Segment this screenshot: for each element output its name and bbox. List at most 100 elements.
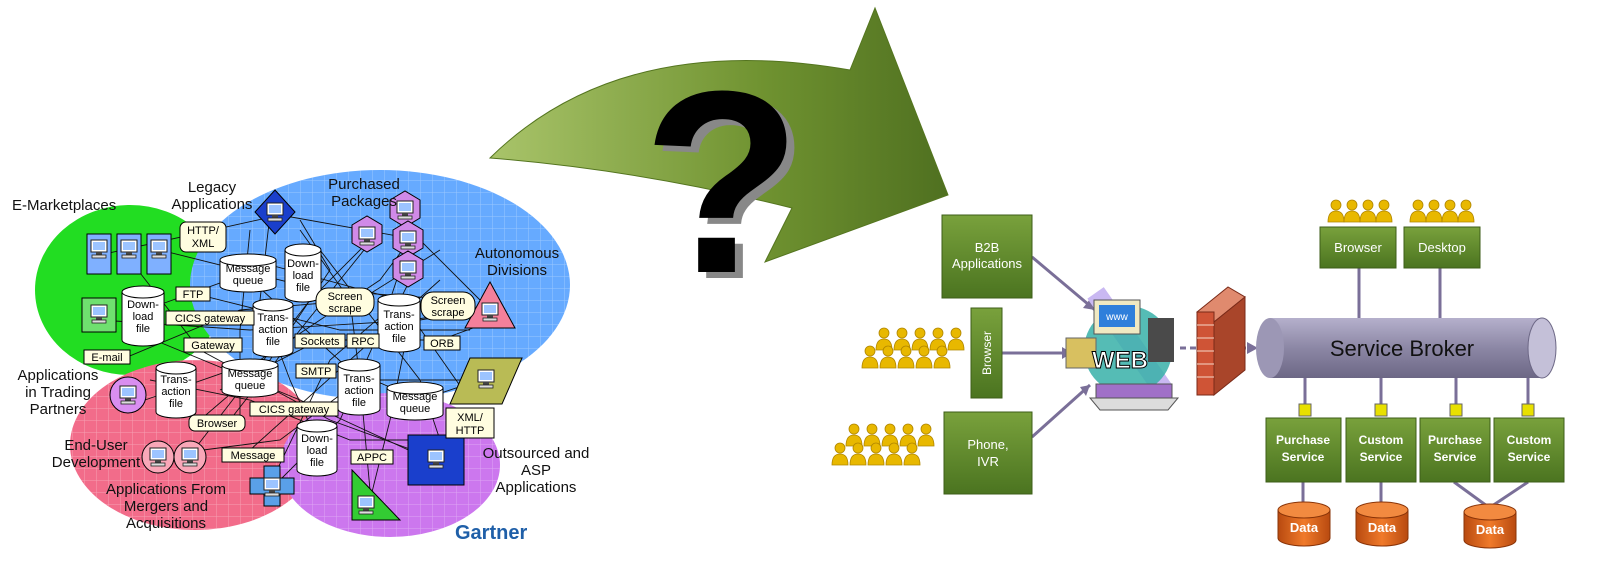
transaction-file-3-line-1: Trans-: [160, 374, 192, 386]
transaction-file-1-line-3: file: [266, 336, 280, 348]
cics-gateway-label-2: CICS gateway: [259, 404, 330, 416]
download-file-3-line-3: file: [310, 457, 324, 469]
message-queue-1-line-2: queue: [233, 275, 264, 287]
download-file-2-line-2: load: [293, 270, 314, 282]
transaction-file-2-line-3: file: [392, 333, 406, 345]
end-user-label-line-1: End-User: [64, 437, 127, 454]
message-queue-3: Message queue: [386, 381, 444, 421]
download-file-1-line-1: Down-: [127, 299, 159, 311]
transaction-file-4-line-3: file: [352, 397, 366, 409]
region-labels: E-Marketplaces Legacy Applications Purch…: [12, 176, 589, 532]
rpc-label: RPC: [351, 336, 374, 348]
download-file-1: Down- load file: [121, 285, 165, 347]
purchase-service-1: [1265, 417, 1342, 483]
transaction-file-4-line-2: action: [344, 385, 373, 397]
web-label: WEB: [1092, 347, 1148, 374]
b2b-label-line-1: B2B: [975, 240, 1000, 255]
data-store-1: Data: [1277, 501, 1331, 547]
download-file-1-line-3: file: [136, 323, 150, 335]
smtp-label: SMTP: [301, 366, 332, 378]
purchase-service-2: [1419, 417, 1491, 483]
end-user-label-line-2: Development: [52, 454, 141, 471]
service-ports: [1298, 403, 1535, 417]
message-queue-1-line-1: Message: [226, 263, 271, 275]
sockets-label: Sockets: [300, 336, 340, 348]
data-store-1-label: Data: [1290, 520, 1319, 535]
autonomous-label-line-2: Divisions: [487, 262, 547, 279]
screen-scrape-2-line-2: scrape: [431, 307, 464, 319]
download-file-1-line-2: load: [133, 311, 154, 323]
legacy-spaghetti-diagram: Down- load file Message queue Down- load…: [12, 170, 589, 544]
http-xml-label-line-2: XML: [192, 238, 215, 250]
trading-partners-label-line-1: Applications: [18, 367, 99, 384]
transaction-file-2-line-2: action: [384, 321, 413, 333]
broker-browser-box: [1319, 226, 1397, 269]
broker-browser-label: Browser: [1334, 240, 1382, 255]
legacy-label-line-1: Legacy: [188, 179, 237, 196]
ftp-label: FTP: [183, 289, 204, 301]
custom-service-1-line-1: Custom: [1359, 433, 1404, 447]
data-store-2-label: Data: [1368, 520, 1397, 535]
question-mark: ?: [643, 38, 802, 328]
message-queue-2-line-2: queue: [235, 380, 266, 392]
custom-service-2-line-2: Service: [1508, 450, 1551, 464]
browser-channel-label: Browser: [980, 331, 994, 375]
message-queue-2: Message queue: [221, 358, 279, 398]
www-screen-label: www: [1105, 312, 1128, 323]
download-file-2-line-3: file: [296, 282, 310, 294]
gartner-logo-text: Gartner: [455, 522, 527, 544]
screen-scrape-2-line-1: Screen: [431, 295, 466, 307]
user-group-browser: [861, 327, 965, 369]
transaction-file-1-line-2: action: [258, 324, 287, 336]
phone-ivr-label-line-2: IVR: [977, 454, 999, 469]
message-queue-2-line-1: Message: [228, 368, 273, 380]
cics-gateway-label-1: CICS gateway: [175, 313, 246, 325]
custom-service-1-line-2: Service: [1360, 450, 1403, 464]
email-label: E-mail: [91, 352, 122, 364]
browser-users: [1327, 199, 1393, 223]
purchase-service-1-line-2: Service: [1282, 450, 1325, 464]
purchase-service-2-line-2: Service: [1434, 450, 1477, 464]
appc-label: APPC: [357, 452, 387, 464]
download-file-2: Down- load file: [284, 243, 322, 303]
download-file-3-line-1: Down-: [301, 433, 333, 445]
user-group-phone: [831, 423, 935, 466]
outsourced-label-line-2: ASP: [521, 462, 551, 479]
browser-channel-box: [970, 307, 1003, 399]
b2b-label-line-2: Applications: [952, 256, 1023, 271]
message-queue-3-line-1: Message: [393, 391, 438, 403]
http-xml-label-line-1: HTTP/: [187, 225, 220, 237]
transition-arrow: [488, 6, 949, 263]
broker-desktop-box: [1403, 226, 1481, 269]
screen-scrape-1-line-1: Screen: [328, 291, 363, 303]
purchased-label-line-2: Packages: [331, 193, 397, 210]
message-queue-3-line-2: queue: [400, 403, 431, 415]
mergers-label-line-3: Acquisitions: [126, 515, 206, 532]
transaction-file-3-line-2: action: [161, 386, 190, 398]
service-broker-label: Service Broker: [1330, 336, 1474, 361]
data-store-3: Data: [1463, 503, 1517, 549]
service-broker: Service Broker: [1256, 317, 1557, 379]
data-store-3-label: Data: [1476, 522, 1505, 537]
download-file-2-line-1: Down-: [287, 258, 319, 270]
soa-diagram: B2B Applications Browser Phone, IVR www: [831, 199, 1565, 549]
custom-service-2-line-1: Custom: [1507, 433, 1552, 447]
desktop-users: [1409, 199, 1475, 223]
transaction-file-4: Trans- action file: [337, 358, 381, 416]
trading-partners-label-line-3: Partners: [30, 401, 87, 418]
computer-icons: [81, 189, 523, 521]
question-mark-shadow: ?: [651, 44, 810, 334]
web-icon: www WEB: [1065, 287, 1180, 411]
b2b-applications-box: [941, 214, 1033, 299]
message-label: Message: [231, 450, 276, 462]
transaction-file-2-line-1: Trans-: [383, 309, 415, 321]
browser-label: Browser: [197, 418, 238, 430]
purchase-service-2-line-1: Purchase: [1428, 433, 1482, 447]
xml-http-label-line-1: XML/: [457, 412, 484, 424]
e-marketplaces-label: E-Marketplaces: [12, 197, 116, 214]
mergers-label-line-1: Applications From: [106, 481, 226, 498]
data-store-2: Data: [1355, 501, 1409, 547]
purchased-label-line-1: Purchased: [328, 176, 400, 193]
transaction-file-3: Trans- action file: [155, 361, 197, 419]
